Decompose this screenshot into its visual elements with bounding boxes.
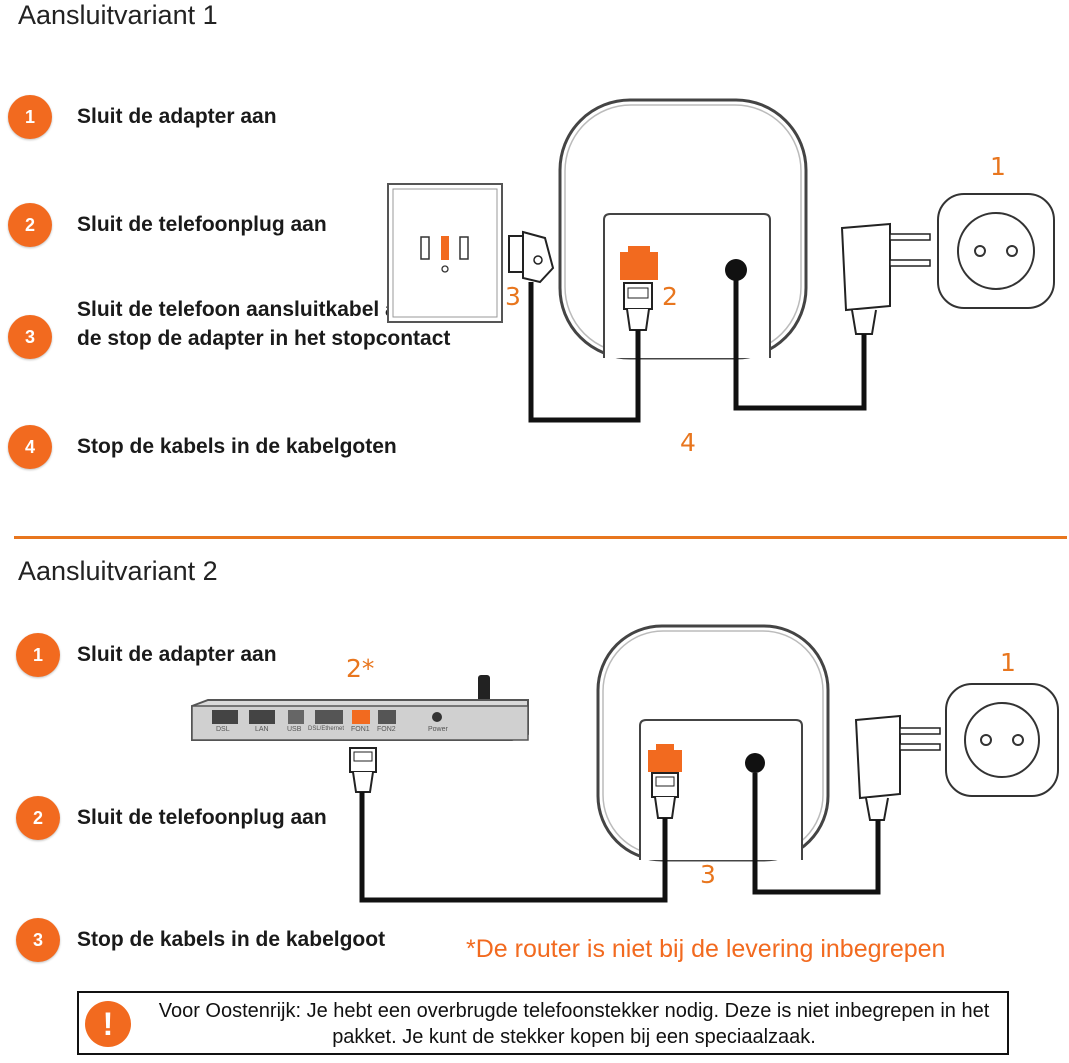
step-text: Sluit de telefoonplug aan [77,213,327,236]
router-port-label: DSL [216,726,230,733]
base-station [596,624,830,862]
label-outlet: 1 [1000,648,1016,677]
cables [528,280,867,423]
variant2-title: Aansluitvariant 2 [18,556,218,586]
label-phone-port: 2 [662,282,678,311]
notice-text: Voor Oostenrijk: Je hebt een overbrugde … [158,1000,990,1048]
router-port-label: LAN [255,726,269,733]
label-cables: 4 [680,428,696,457]
step-text: Sluit de adapter aan [77,643,277,666]
step-badge: 4 [8,425,52,469]
step-text: Sluit de telefoonplug aan [77,806,327,829]
label-wall-socket: 3 [505,282,521,311]
rj11-plug [349,747,377,793]
router-port-label: Power [428,726,448,733]
exclamation-icon: ! [85,1001,131,1047]
rj11-plug [623,282,653,331]
wall-phone-socket [387,183,503,323]
step-text: Stop de kabels in de kabelgoot [77,928,386,951]
step-badge: 2 [16,796,60,840]
austria-notice: ! Voor Oostenrijk: Je hebt een overbrugd… [77,991,1009,1055]
router-note: *De router is niet bij de levering inbeg… [466,935,946,963]
step-badge: 3 [8,315,52,359]
step-badge: 1 [8,95,52,139]
cables [359,773,881,903]
base-station [558,98,808,360]
router-port-label: FON2 [377,726,396,733]
label-cables: 3 [700,860,716,889]
step-badge: 1 [16,633,60,677]
power-adapter [854,714,941,821]
step-text: Sluit de adapter aan [77,105,277,128]
step-text: Stop de kabels in de kabelgoten [77,435,397,458]
label-outlet: 1 [990,152,1006,181]
tae-plug [508,230,555,284]
router-port-label: DSL/Ethernet [308,726,345,732]
step-badge: 3 [16,918,60,962]
step-badge: 2 [8,203,52,247]
power-adapter [840,222,931,335]
variant1-diagram [387,98,1055,423]
rj11-plug [651,772,679,819]
variant1-title: Aansluitvariant 1 [18,0,218,30]
router-port-label: FON1 [351,726,370,733]
step-text: Sluit de telefoon aansluitkabel aan en d… [77,298,452,350]
router-port-label: USB [287,726,302,733]
section-divider [14,536,1067,539]
power-outlet [945,683,1059,797]
power-outlet [937,193,1055,309]
label-router-port: 2* [346,654,375,683]
